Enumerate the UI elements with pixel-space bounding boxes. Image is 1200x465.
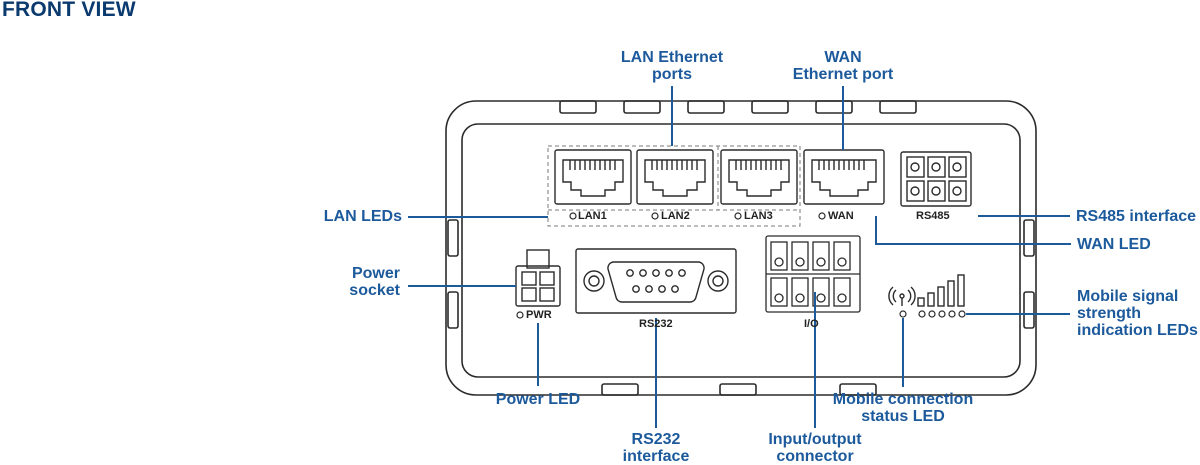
- rs485-connector: [900, 151, 972, 207]
- mobile-status-led: [899, 310, 907, 318]
- antenna-icon: [888, 286, 916, 306]
- wan-led: [818, 212, 826, 220]
- lan2-port: [636, 149, 714, 205]
- lan3-label: LAN3: [744, 210, 773, 222]
- signal-bars-icon: [917, 274, 965, 307]
- signal-led-3: [938, 310, 946, 318]
- signal-led-5: [958, 310, 966, 318]
- signal-led-2: [928, 310, 936, 318]
- rs232-label: RS232: [639, 318, 673, 330]
- device-inner-face: [461, 123, 1021, 378]
- lan2-led: [651, 212, 659, 220]
- wan-label: WAN: [828, 210, 854, 222]
- io-label: I/O: [804, 318, 819, 330]
- lan2-label: LAN2: [661, 210, 690, 222]
- pwr-led: [516, 311, 524, 319]
- callout-lan-leds: LAN LEDs: [323, 208, 402, 225]
- callout-wan-led: WAN LED: [1077, 236, 1151, 253]
- signal-led-1: [918, 310, 926, 318]
- lan1-port: [554, 149, 632, 205]
- wan-port: [803, 149, 885, 205]
- rs232-connector: [575, 248, 737, 314]
- lan1-label: LAN1: [578, 210, 607, 222]
- pwr-label: PWR: [526, 309, 552, 321]
- callout-power-led: Power LED: [495, 391, 581, 408]
- rs485-label: RS485: [916, 210, 950, 222]
- leader-wan-led: [875, 216, 1071, 245]
- page-title: FRONT VIEW: [2, 0, 136, 21]
- io-connector: [765, 235, 861, 313]
- lan-ports-group-outline: [547, 145, 801, 227]
- device-outer-shell: [445, 100, 1037, 396]
- lan3-port: [720, 149, 798, 205]
- power-socket: [515, 249, 561, 307]
- lan3-led: [734, 212, 742, 220]
- signal-led-4: [948, 310, 956, 318]
- lan1-led: [569, 212, 577, 220]
- callout-rs485-interface: RS485 interface: [1076, 208, 1197, 225]
